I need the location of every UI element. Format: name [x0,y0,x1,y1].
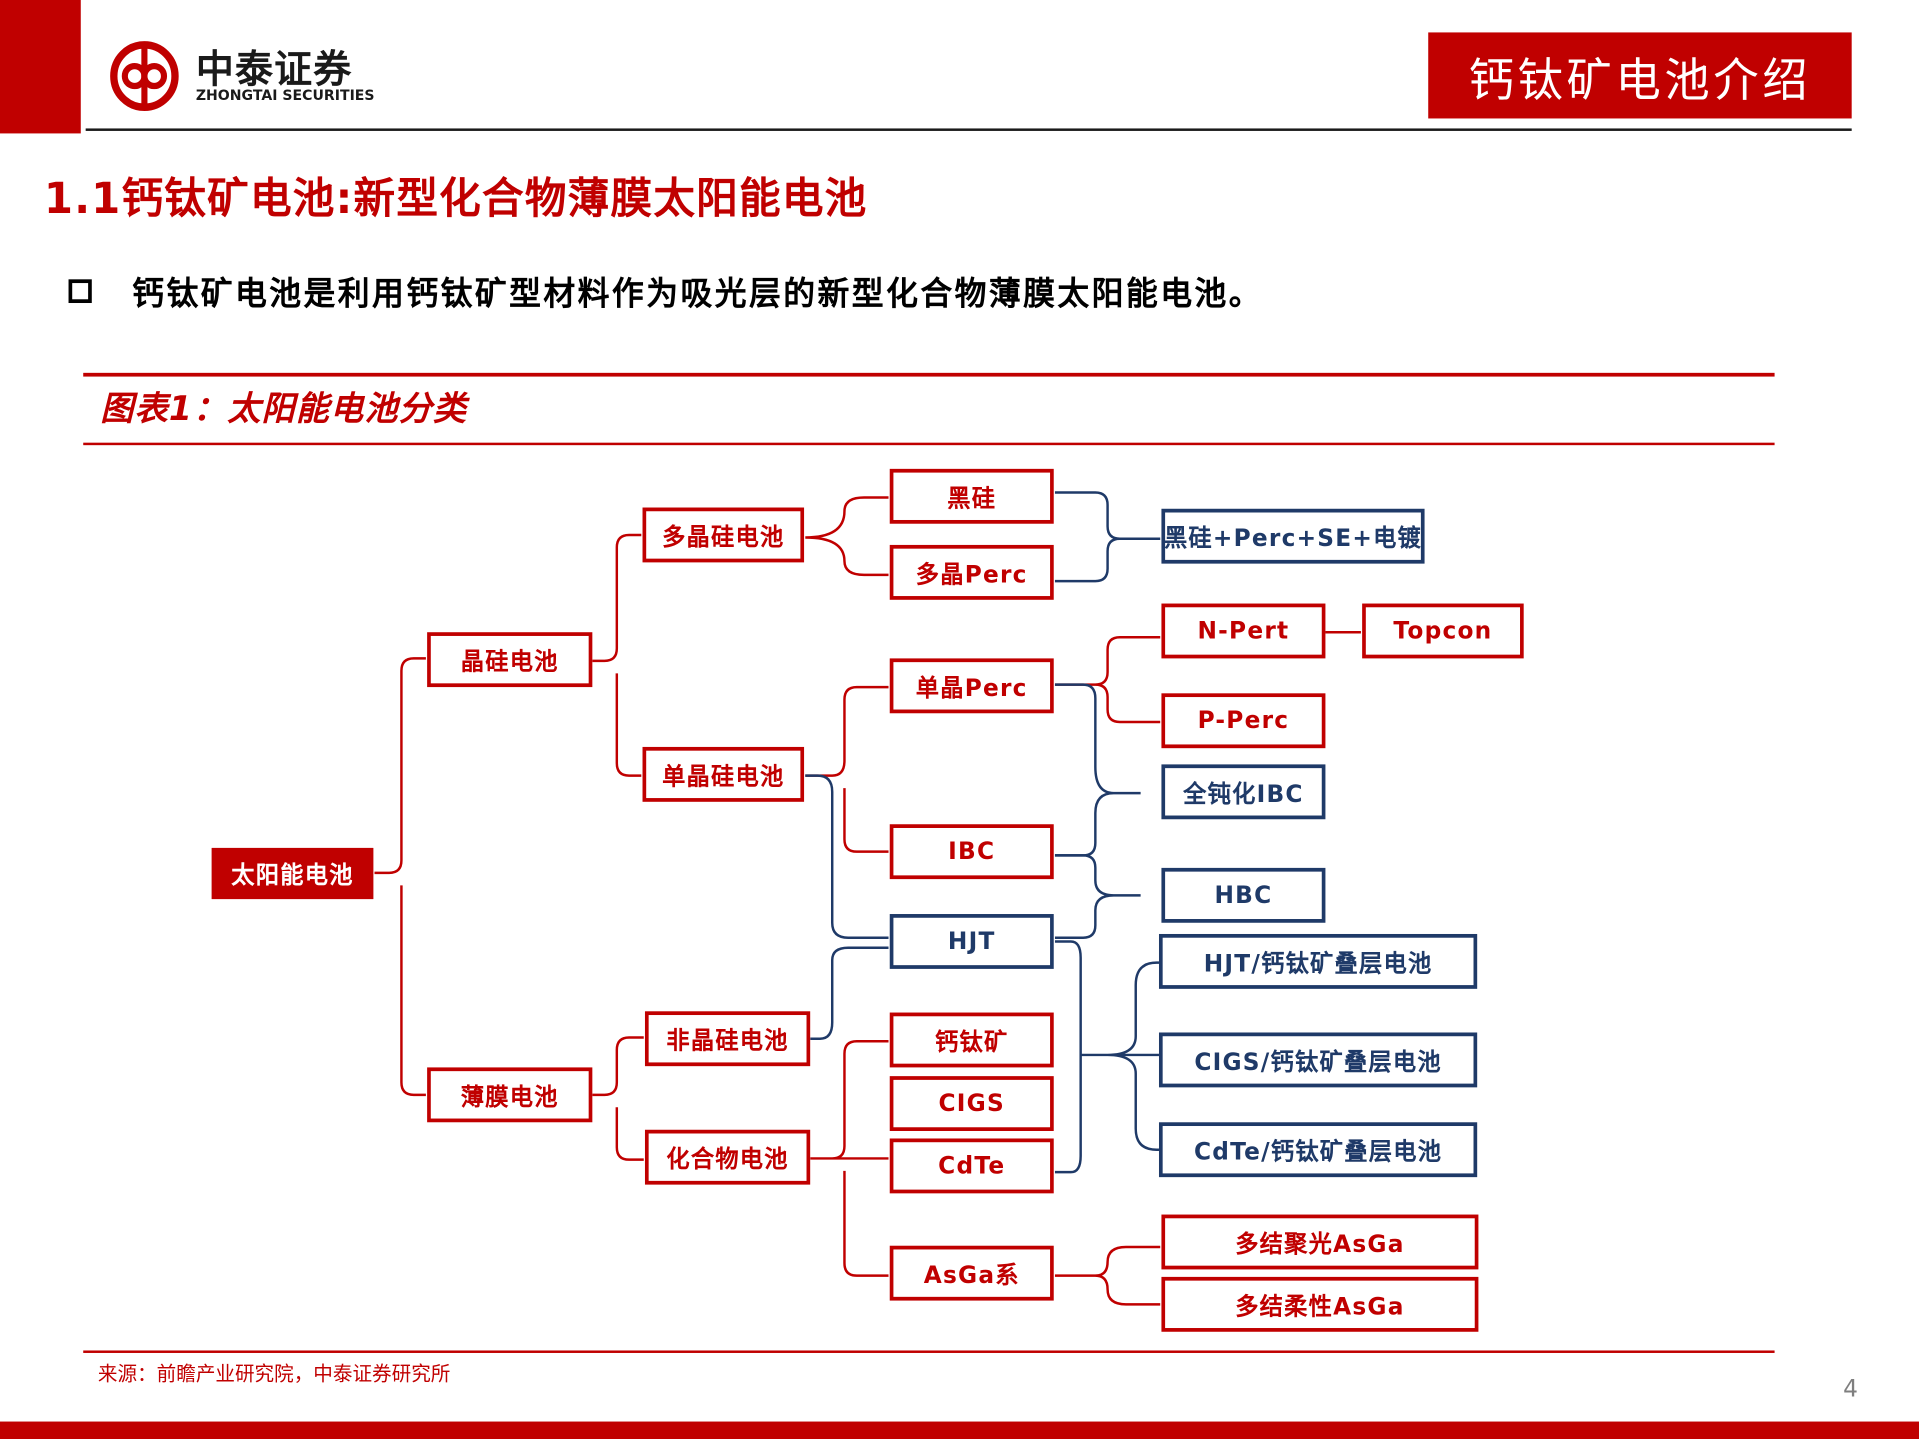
node-black-si: 黑硅 [889,468,1054,524]
node-cigs-tandem: CIGS/钙钛矿叠层电池 [1158,1032,1478,1088]
node-multi-flex-asga: 多结柔性AsGa [1161,1276,1479,1332]
node-cdte-tandem: CdTe/钙钛矿叠层电池 [1158,1122,1478,1178]
node-thin-film: 薄膜电池 [427,1067,593,1123]
connector-thin-film [592,1036,644,1161]
node-perovskite: 钙钛矿 [889,1012,1054,1068]
connector-full-passivation [1054,683,1141,857]
node-cdte: CdTe [889,1138,1054,1194]
connector-poly [805,496,889,577]
figure-caption: 图表1：太阳能电池分类 [100,390,468,429]
node-compound: 化合物电池 [644,1129,811,1185]
logo-wordmark: 中泰证券 [195,47,353,93]
node-poly-si: 多晶硅电池 [642,507,805,563]
node-mono-si: 单晶硅电池 [642,746,805,802]
connector-crystalline [592,533,642,777]
connector-hjt-tandems [1054,940,1161,1174]
connector-mono-perc [1054,635,1161,724]
connector-black-si-combo [1054,491,1161,583]
connector-mono [805,685,889,853]
section-heading: 1.1钙钛矿电池:新型化合物薄膜太阳能电池 [44,174,868,225]
figure-top-rule [83,372,1775,377]
node-topcon: Topcon [1362,603,1524,659]
node-full-passivation-ibc: 全钝化IBC [1161,764,1326,820]
node-hjt: HJT [889,914,1054,969]
footer-bar [0,1421,1919,1439]
source-note: 来源：前瞻产业研究院，中泰证券研究所 [97,1361,451,1386]
figure-caption-rule [83,442,1775,446]
logo-subtitle: ZHONGTAI SECURITIES [195,86,375,104]
connector-hbc [1054,854,1141,939]
connector-root [374,657,426,1097]
node-solar-cell: 太阳能电池 [211,847,374,900]
node-poly-perc: 多晶Perc [889,544,1054,600]
figure-bottom-rule [83,1350,1775,1353]
node-asga: AsGa系 [889,1245,1054,1301]
node-black-si-combo: 黑硅+Perc+SE+电镀 [1161,508,1425,564]
connector-mono-hjt [805,774,889,939]
node-mono-perc: 单晶Perc [889,658,1054,714]
connector-amorphous-hjt [810,946,889,1040]
header-accent-bar [0,0,81,134]
node-ibc: IBC [889,824,1054,880]
node-cigs: CIGS [889,1076,1054,1132]
page-number: 4 [1843,1375,1858,1403]
node-hjt-tandem: HJT/钙钛矿叠层电池 [1158,933,1478,989]
node-crystalline-si: 晶硅电池 [427,632,593,688]
slide-title: 钙钛矿电池介绍 [1428,32,1852,119]
node-amorphous-si: 非晶硅电池 [644,1011,811,1067]
node-n-pert: N-Pert [1161,603,1326,659]
square-bullet-icon [68,279,92,304]
connector-asga [1054,1245,1161,1306]
node-p-perc: P-Perc [1161,693,1326,749]
connector-compound [810,1039,889,1277]
header-divider [85,128,1852,131]
zhongtai-logo-icon [110,41,179,111]
bullet-text: 钙钛矿电池是利用钙钛矿型材料作为吸光层的新型化合物薄膜太阳能电池。 [132,275,1264,313]
node-multi-conc-asga: 多结聚光AsGa [1161,1214,1479,1270]
node-hbc: HBC [1161,867,1326,923]
